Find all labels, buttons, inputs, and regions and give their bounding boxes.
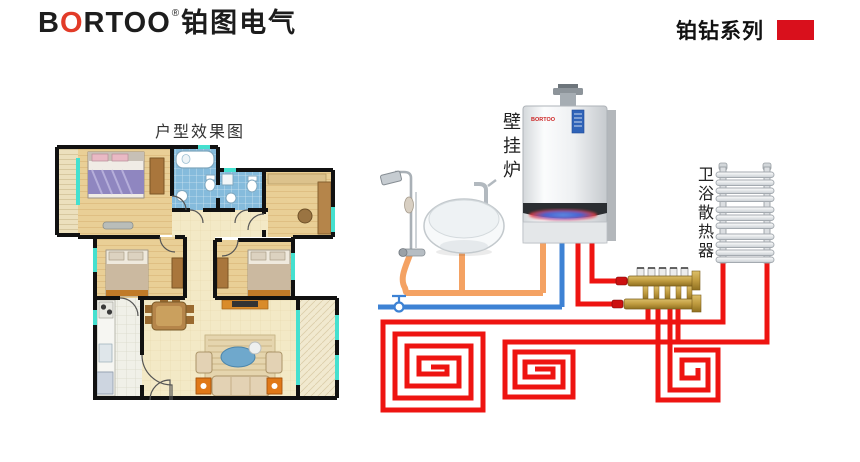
wash-basin xyxy=(423,179,505,256)
corridor-floor xyxy=(185,237,215,300)
dining-table xyxy=(145,297,194,331)
logo-b: B xyxy=(38,7,60,39)
supply-valve-handle xyxy=(615,276,628,286)
bedroom3-bed xyxy=(247,249,291,297)
master-wardrobe xyxy=(149,157,165,195)
boiler: BORTOO xyxy=(522,84,616,244)
shower-hose-pipe xyxy=(399,249,414,295)
master-dresser xyxy=(102,221,134,230)
system-diagram: BORTOO xyxy=(378,84,775,413)
bathtub xyxy=(175,150,215,169)
logo-chinese: 铂图电气 xyxy=(181,8,298,38)
master-bed xyxy=(87,151,145,199)
study-shelf xyxy=(267,173,327,185)
brand-logo: BORTOO ® 铂图电气 xyxy=(38,9,297,38)
flue-pipe xyxy=(560,93,576,107)
air-vent xyxy=(691,270,701,291)
study-chair xyxy=(297,208,313,224)
boiler-return-pipe xyxy=(575,242,620,307)
washer xyxy=(221,173,234,186)
red-rectangle xyxy=(777,20,814,40)
registered-mark: ® xyxy=(171,8,180,19)
series-label: 铂钻系列 xyxy=(676,20,764,43)
bedroom3-wardrobe xyxy=(216,257,229,289)
radiator-bars xyxy=(715,171,775,263)
return-valve-handle xyxy=(611,299,624,309)
study-desk xyxy=(317,181,332,235)
flue-top xyxy=(558,84,578,90)
faucet-handle xyxy=(487,179,497,187)
toilet-2 xyxy=(246,175,258,193)
balcony-right xyxy=(298,298,337,398)
living-rug xyxy=(204,334,276,380)
towel-radiator xyxy=(715,162,775,264)
balcony-left xyxy=(57,148,78,235)
water-valve-icon xyxy=(392,294,406,313)
boiler-label: 壁挂炉 xyxy=(501,112,521,184)
hallway-floor xyxy=(172,210,268,237)
boiler-glow xyxy=(529,209,597,221)
basin-faucet xyxy=(474,182,488,208)
bedroom2-bed xyxy=(105,249,149,297)
sofa-set xyxy=(195,351,283,397)
manifold-return-bar xyxy=(623,298,695,310)
mixer-knob xyxy=(398,248,408,257)
radiator-label: 卫浴散热器 xyxy=(695,166,712,261)
manifold-supply-bar xyxy=(627,275,695,287)
bedroom2-wardrobe xyxy=(171,257,184,289)
logo-rest: RTOO xyxy=(83,7,171,39)
basin-1 xyxy=(176,190,188,202)
kitchen-counter xyxy=(96,299,116,397)
cold-water-main xyxy=(378,243,565,310)
floor-coil-3-inner xyxy=(667,309,711,393)
floor-coil-3-outer xyxy=(655,309,721,403)
series-badge: 铂钻系列 xyxy=(676,15,815,45)
series-red-block xyxy=(777,20,814,40)
floorplan-title: 户型效果图 xyxy=(155,124,246,141)
boiler-brand-text: BORTOO xyxy=(531,117,556,123)
logo-red-o: O xyxy=(59,7,84,39)
door-arcs xyxy=(119,195,265,401)
shower-unit xyxy=(380,170,426,257)
boiler-side xyxy=(607,110,616,241)
floorplan-windows xyxy=(76,145,339,385)
basin-2 xyxy=(225,192,237,204)
floor-coil-2 xyxy=(502,258,770,400)
toilet-1 xyxy=(204,174,216,192)
heating-pipes xyxy=(380,242,770,413)
boiler-supply-pipe xyxy=(589,242,630,284)
cold-water-pipe xyxy=(378,243,565,310)
logo-latin: BORTOO xyxy=(38,9,171,38)
floor-coil-1 xyxy=(380,258,726,413)
energy-label xyxy=(571,109,585,134)
manifold xyxy=(611,267,702,313)
rain-shower-head xyxy=(380,170,402,186)
tv-cabinet xyxy=(221,299,269,310)
